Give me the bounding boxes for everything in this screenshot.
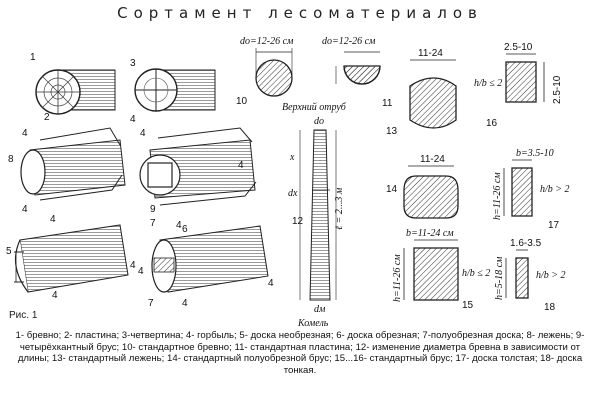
- label-12: 12: [292, 216, 304, 227]
- dim-18hb: h/b > 2: [536, 270, 566, 281]
- label-16: 16: [486, 118, 498, 129]
- label-17: 17: [548, 220, 560, 231]
- dim-14: 11-24: [420, 154, 445, 165]
- label-2: 2: [44, 112, 50, 123]
- dim-16h: 2.5-10: [552, 75, 563, 104]
- label-14: 14: [386, 184, 398, 195]
- log-9: [139, 127, 257, 206]
- figure-title: Сортамент лесоматериалов: [117, 4, 483, 22]
- dim-16w: 2.5-10: [504, 42, 533, 53]
- label-4d: 4: [140, 128, 146, 139]
- label-3: 3: [130, 58, 136, 69]
- dim-17h: h=11-26 см: [492, 172, 503, 220]
- section-14: [403, 165, 459, 219]
- label-4l: 4: [268, 278, 274, 289]
- dim-17b: b=3.5-10: [516, 148, 554, 159]
- label-4h: 4: [130, 260, 136, 271]
- label-13: 13: [386, 126, 398, 137]
- label-1: 1: [30, 52, 36, 63]
- dim-16hb: h/b ≤ 2: [474, 78, 502, 89]
- figure-label: Рис. 1: [9, 310, 38, 321]
- log12-x: x: [289, 152, 295, 163]
- label-4i: 4: [52, 290, 58, 301]
- label-10: 10: [236, 96, 248, 107]
- log-5: [14, 224, 129, 293]
- dim-17hb: h/b > 2: [540, 184, 570, 195]
- label-15: 15: [462, 300, 474, 311]
- log-6-7: [151, 225, 269, 293]
- dim-18b: 1.6-3.5: [510, 238, 542, 249]
- log12-bottom: Комель: [297, 318, 329, 329]
- log12-top: Верхний отруб: [282, 102, 347, 113]
- dim-10: dо=12-26 см: [240, 36, 294, 47]
- section-11: [335, 51, 381, 85]
- label-4j: 4: [138, 266, 144, 277]
- label-9: 9: [150, 204, 156, 215]
- assortment-diagram: 1 2 3 4 8 4 4 9 4 4 4 5 4 4 4: [6, 36, 570, 329]
- log12-dm: dм: [314, 304, 326, 315]
- label-4f: 4: [176, 220, 182, 231]
- dim-15h: h=11-26 см: [392, 254, 403, 302]
- label-18: 18: [544, 302, 556, 313]
- dim-11: dо=12-26 см: [322, 36, 376, 47]
- label-4k: 4: [182, 298, 188, 309]
- log-8: [20, 127, 126, 201]
- dim-18h: h=5-18 см: [494, 256, 505, 300]
- label-7b: 7: [148, 298, 154, 309]
- label-7a: 7: [150, 218, 156, 229]
- section-15: [403, 239, 459, 301]
- label-8: 8: [8, 154, 14, 165]
- label-5: 5: [6, 246, 12, 257]
- section-17: [503, 159, 533, 217]
- log12-dx: dx: [288, 188, 298, 199]
- section-18: [505, 249, 529, 299]
- label-4c: 4: [22, 204, 28, 215]
- section-16: [505, 53, 545, 103]
- log12-d0: dо: [314, 116, 324, 127]
- section-13: [409, 59, 457, 129]
- log-1: [35, 69, 116, 115]
- log-3: [134, 68, 216, 112]
- section-10: [255, 48, 293, 97]
- log12-len: ℓ = 2...3 м: [334, 187, 345, 230]
- label-4a: 4: [130, 114, 136, 125]
- dim-15hb: h/b ≤ 2: [462, 268, 490, 279]
- label-4g: 4: [50, 214, 56, 225]
- dim-13: 11-24: [418, 48, 443, 59]
- dim-15b: b=11-24 см: [406, 228, 454, 239]
- label-4b: 4: [22, 128, 28, 139]
- section-12: [299, 129, 337, 301]
- label-11: 11: [382, 98, 393, 109]
- figure-caption: 1- бревно; 2- пластина; 3-четвертина; 4-…: [15, 330, 585, 376]
- label-4e: 4: [238, 160, 244, 171]
- label-6: 6: [182, 224, 188, 235]
